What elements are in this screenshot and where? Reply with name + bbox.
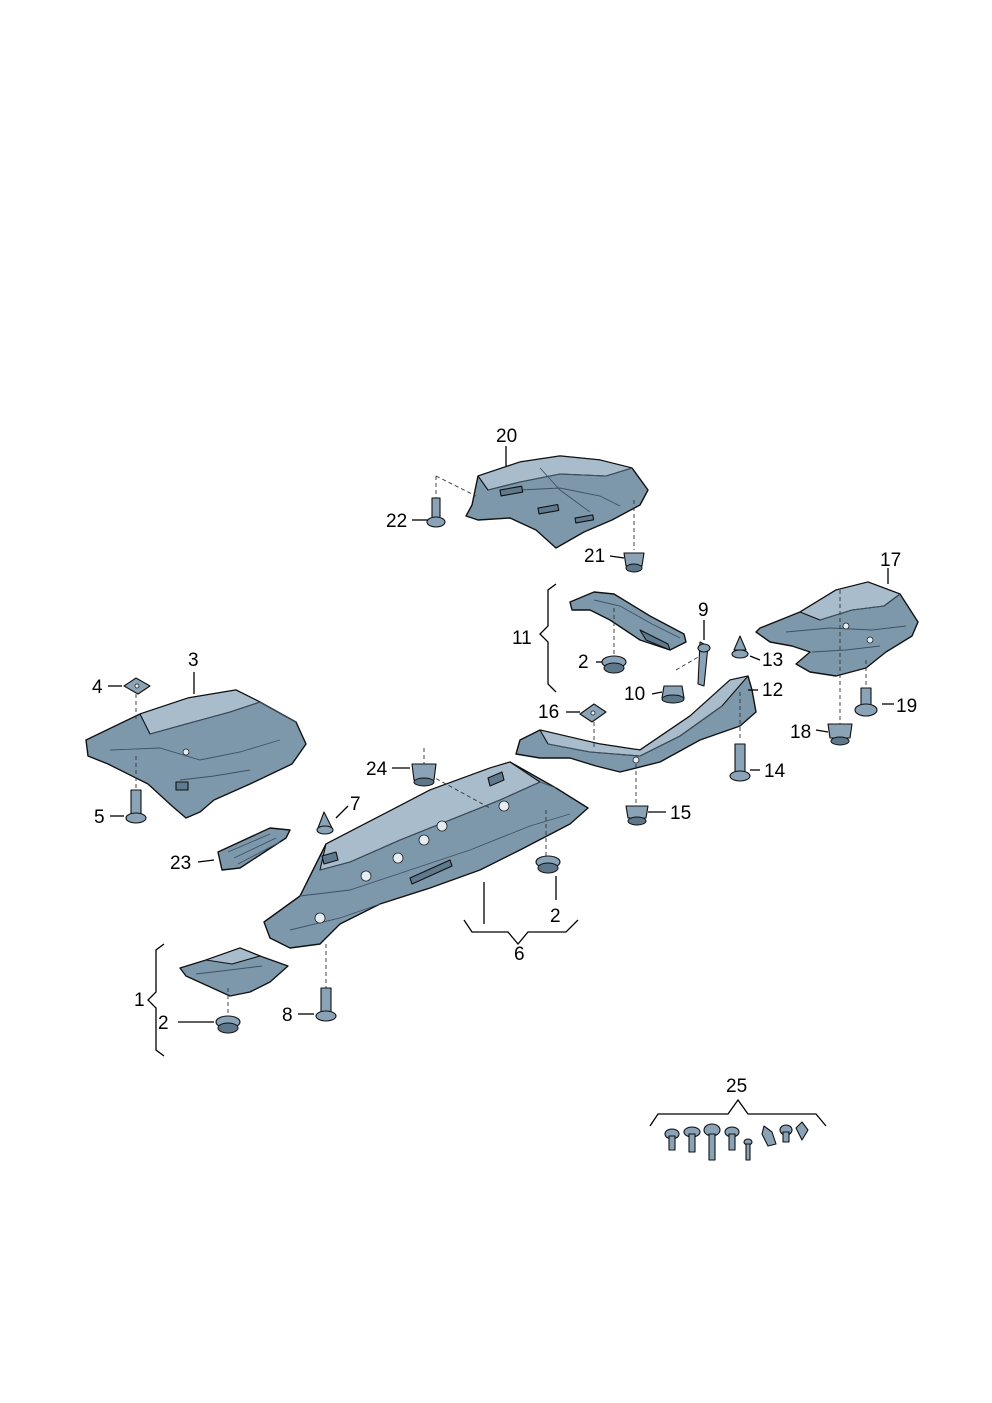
clip-nut-21 xyxy=(623,552,645,573)
part-17-shield xyxy=(755,581,919,677)
callout-1: 1 xyxy=(134,990,145,1011)
callout-25: 25 xyxy=(726,1076,747,1097)
bolt-19 xyxy=(854,687,878,717)
bolt-8 xyxy=(315,987,337,1022)
callout-16: 16 xyxy=(538,702,559,723)
callout-3: 3 xyxy=(188,650,199,671)
callout-11: 11 xyxy=(512,628,532,649)
bolt-14 xyxy=(729,743,751,782)
callout-10: 10 xyxy=(624,684,645,705)
part-11-bracket xyxy=(569,591,687,651)
callout-8: 8 xyxy=(282,1005,293,1026)
callout-2-upper: 2 xyxy=(578,652,589,673)
callout-23: 23 xyxy=(170,853,191,874)
clip-nut-2-center xyxy=(535,855,561,874)
callout-2-center: 2 xyxy=(550,906,561,927)
callout-4: 4 xyxy=(92,677,103,698)
callout-5: 5 xyxy=(94,807,105,828)
clip-7 xyxy=(316,811,334,835)
callout-20: 20 xyxy=(496,426,517,447)
bolt-5 xyxy=(125,789,147,824)
callout-19: 19 xyxy=(896,696,917,717)
callout-2-lower: 2 xyxy=(158,1013,169,1034)
nut-10 xyxy=(661,685,685,704)
bolt-22 xyxy=(426,497,446,528)
callout-6: 6 xyxy=(514,944,525,965)
part-1-guard xyxy=(179,947,289,997)
callout-21: 21 xyxy=(584,546,605,567)
callout-7: 7 xyxy=(350,794,361,815)
hardware-set-25 xyxy=(664,1121,809,1161)
clip-nut-18 xyxy=(827,723,853,746)
clip-13 xyxy=(731,635,749,659)
clip-nut-15 xyxy=(625,805,649,826)
callout-22: 22 xyxy=(386,511,407,532)
part-3-guard xyxy=(85,689,307,819)
callout-9: 9 xyxy=(698,600,709,621)
part-6-center-guard xyxy=(263,761,589,949)
clip-nut-2-lower xyxy=(215,1015,241,1034)
callout-12: 12 xyxy=(762,680,783,701)
clip-nut-24 xyxy=(411,763,437,787)
callout-labels: 20 22 21 17 9 11 2 13 10 12 19 16 18 3 4… xyxy=(92,426,917,1097)
clip-16 xyxy=(579,703,607,723)
callout-15: 15 xyxy=(670,803,691,824)
callout-24: 24 xyxy=(366,759,388,780)
clip-nut-2-upper xyxy=(601,655,627,674)
clip-4 xyxy=(123,677,151,695)
callout-17: 17 xyxy=(880,550,901,571)
callout-14: 14 xyxy=(764,761,786,782)
part-12-panel xyxy=(515,675,757,773)
part-23-cover xyxy=(217,827,291,871)
part-9-rod xyxy=(697,641,711,687)
callout-18: 18 xyxy=(790,722,811,743)
callout-13: 13 xyxy=(762,650,783,671)
part-20-shield xyxy=(465,455,649,549)
leader-lines xyxy=(108,446,894,1127)
